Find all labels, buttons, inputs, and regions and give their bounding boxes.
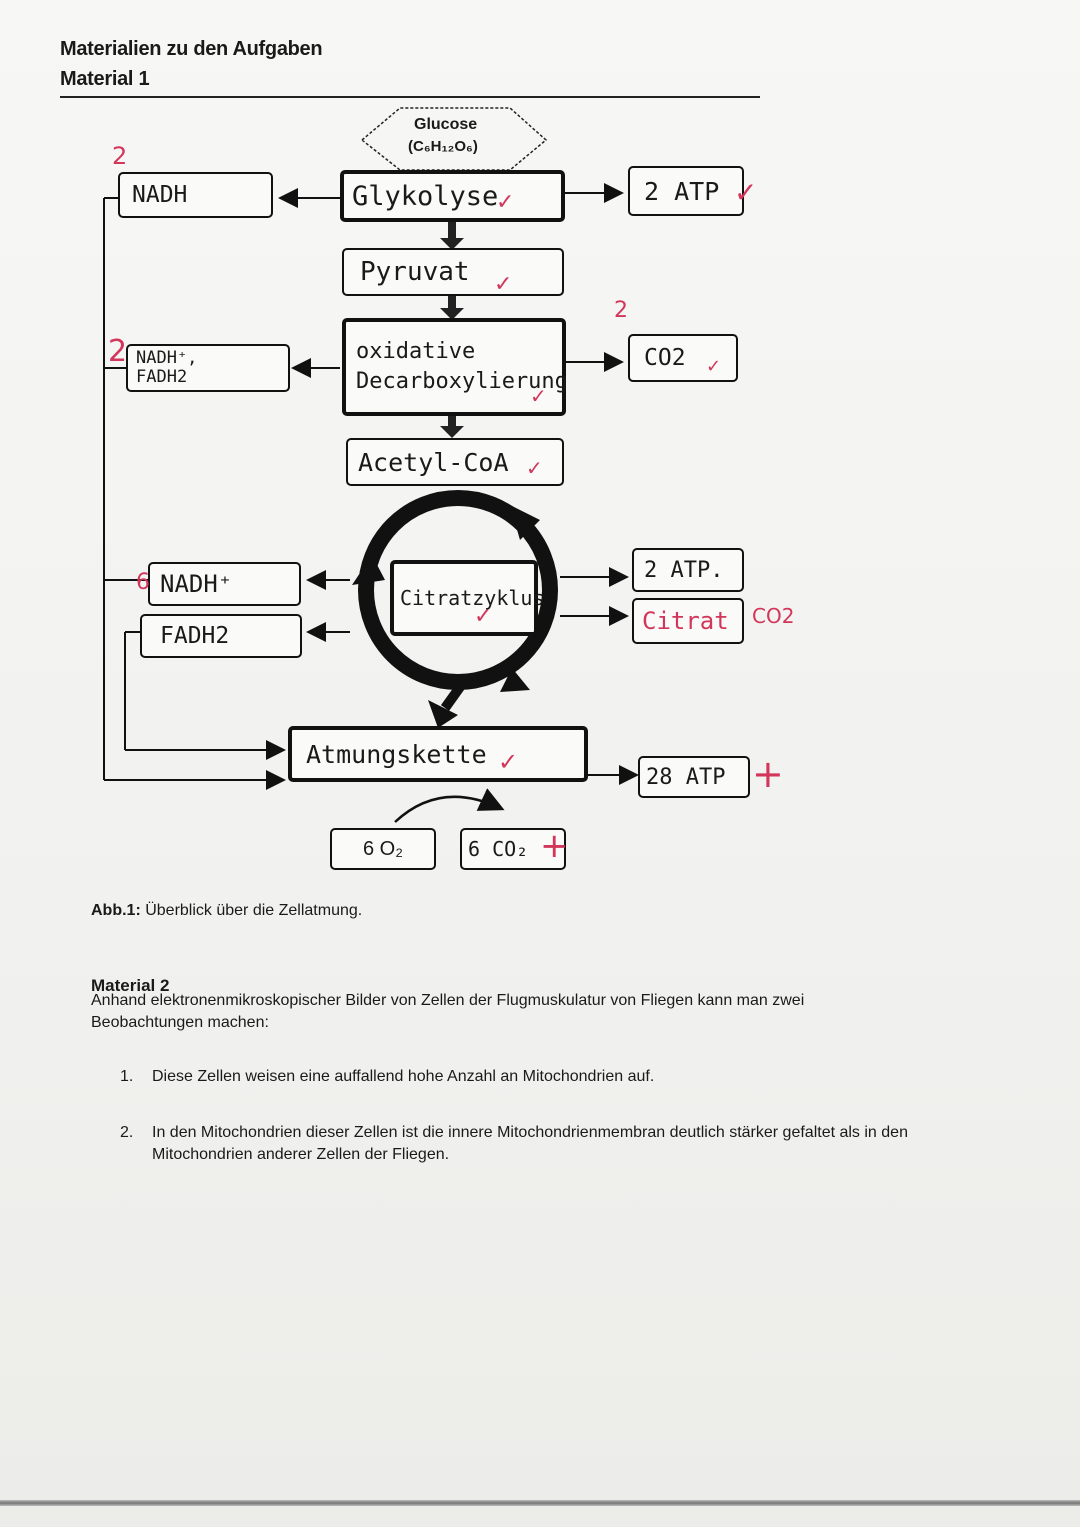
fadh-label-3: FADH2 [160, 623, 230, 649]
glucose-formula: (C₆H₁₂O₆) [408, 138, 478, 155]
observation-text: Diese Zellen weisen eine auffallend hohe… [152, 1068, 655, 1085]
glucose-label: Glucose [414, 116, 478, 133]
observation-item: 2. In den Mitochondrien dieser Zellen is… [120, 1122, 940, 1166]
annotation-six: 6 [136, 570, 150, 595]
diagram-connectors [103, 107, 639, 823]
observation-number: 1. [120, 1068, 134, 1085]
header-rule [60, 96, 760, 98]
annotation-check-acetyl: ✓ [526, 456, 543, 480]
co2-out-box: 6 CO₂ [460, 828, 566, 870]
nadh-label-3: NADH⁺ [160, 570, 233, 598]
annotation-check-decarb: ✓ [530, 384, 547, 408]
observation-number: 2. [120, 1124, 134, 1141]
citrat-box: Citrat [632, 598, 744, 644]
decarboxylierung-box: oxidative Decarboxylierung [342, 318, 568, 416]
glykolyse-box: Glykolyse [340, 170, 565, 222]
acetyl-coa-label: Acetyl-CoA [358, 447, 509, 477]
acetyl-coa-box: Acetyl-CoA [346, 438, 564, 486]
annotation-check-atmungskette: ✓ [498, 748, 519, 776]
atp-label-4: 28 ATP [646, 764, 726, 790]
citratzyklus-box: Citratzyklus [390, 560, 545, 636]
pyruvat-box: Pyruvat [342, 248, 564, 296]
caption-text: Überblick über die Zellatmung. [140, 902, 363, 919]
glykolyse-label: Glykolyse [352, 180, 499, 212]
annotation-co2-margin: CO2 [752, 604, 795, 628]
atmungskette-label: Atmungskette [306, 739, 487, 769]
citrat-label: Citrat [642, 607, 729, 635]
caption-label: Abb.1: [91, 902, 141, 919]
nadh-fadh-label-2: NADH⁺, FADH2 [136, 348, 198, 387]
atp-label-1: 2 ATP [644, 176, 720, 206]
annotation-check-atp: ✓ [734, 176, 758, 209]
page-bottom-edge [0, 1500, 1080, 1506]
annotation-two-right: 2 [614, 298, 628, 323]
atp-box-3: 2 ATP. [632, 548, 744, 592]
atp-box-1: 2 ATP [628, 166, 744, 216]
atp-label-3: 2 ATP. [644, 557, 724, 583]
atmungskette-box: Atmungskette [288, 726, 588, 782]
annotation-check-pyruvat: ✓ [494, 272, 513, 297]
co2-box-2: CO2 [628, 334, 738, 382]
citratzyklus-label: Citratzyklus [400, 586, 545, 610]
material-1-heading: Material 1 [60, 68, 150, 90]
o2-box: 6 O₂ [330, 828, 436, 870]
annotation-two-top: 2 [112, 142, 128, 170]
annotation-check-citratzyklus: ✓ [474, 604, 493, 629]
glucose-shape [360, 107, 548, 171]
annotation-two-mid: 2 [108, 334, 128, 369]
co2-out-label: 6 CO₂ [468, 837, 529, 861]
figure-caption: Abb.1: Überblick über die Zellatmung. [91, 902, 362, 920]
observation-item: 1. Diese Zellen weisen eine auffallend h… [120, 1066, 940, 1088]
decarboxylierung-label: oxidative Decarboxylierung [356, 339, 568, 394]
nadh-box-1: NADH [118, 172, 273, 218]
annotation-plus-co2: + [540, 826, 569, 866]
fadh-box-3: FADH2 [140, 614, 302, 658]
observation-text: In den Mitochondrien dieser Zellen ist d… [152, 1124, 908, 1163]
annotation-check-co2: ✓ [706, 356, 722, 377]
annotation-plus-atp: + [752, 752, 784, 796]
annotation-check-glykolyse: ✓ [496, 190, 515, 215]
nadh-label-1: NADH [132, 182, 188, 208]
atp-box-4: 28 ATP [638, 756, 750, 798]
material-2-intro: Anhand elektronenmikroskopischer Bilder … [91, 992, 805, 1031]
pyruvat-label: Pyruvat [360, 257, 470, 287]
material-2-heading: Material 2 [91, 976, 170, 995]
nadh-fadh-box-2: NADH⁺, FADH2 [126, 344, 290, 392]
o2-label: 6 O₂ [363, 837, 403, 860]
page-title: Materialien zu den Aufgaben [60, 38, 323, 60]
co2-label-2: CO2 [644, 345, 686, 371]
nadh-box-3: NADH⁺ [148, 562, 301, 606]
